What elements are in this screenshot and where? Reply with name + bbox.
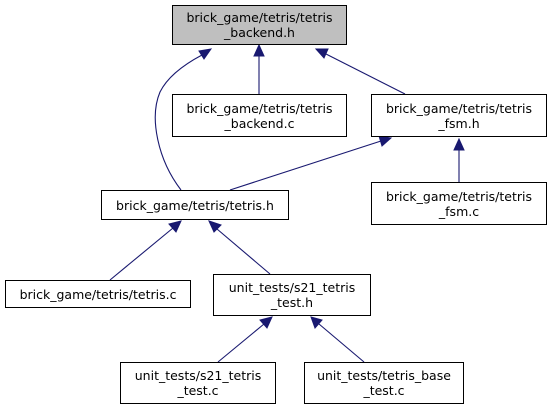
node-label-line2: _fsm.c: [438, 203, 480, 219]
edge-arrowhead: [453, 137, 465, 151]
edge-tetris-h-to-backend-h: [154, 54, 203, 191]
edge-arrowhead: [253, 43, 265, 57]
node-label-line2: _backend.h: [224, 25, 295, 40]
edge-arrowhead: [198, 48, 213, 60]
node-label-line2: _test.c: [177, 383, 219, 398]
node-s21-tetris-test-h[interactable]: unit_tests/s21_tetris _test.h: [213, 274, 371, 316]
node-label-line1: unit_tests/tetris_base: [317, 368, 451, 383]
node-tetris-backend-c[interactable]: brick_game/tetris/tetris _backend.c: [172, 94, 347, 137]
node-label-line2: _test.h: [270, 295, 314, 310]
node-tetris-fsm-c[interactable]: brick_game/tetris/tetris _fsm.c: [371, 182, 547, 225]
edge-test-c-to-test-h: [217, 323, 265, 363]
node-tetris-c[interactable]: brick_game/tetris/tetris.c: [5, 280, 191, 308]
edge-arrowhead: [168, 220, 182, 233]
node-label-line1: brick_game/tetris/tetris: [186, 100, 333, 116]
node-label-line1: unit_tests/s21_tetris: [134, 368, 262, 383]
edge-arrowhead: [314, 48, 329, 59]
node-label-line2: _backend.c: [224, 115, 295, 131]
edge-arrowhead: [378, 135, 393, 147]
node-label-line2: _test.c: [363, 383, 405, 398]
edge-test-h-to-tetris-h: [216, 228, 271, 275]
edge-tetris-c-to-tetris-h: [109, 227, 174, 281]
node-label-line1: brick_game/tetris/tetris: [385, 188, 533, 204]
node-label-line2: _fsm.h: [438, 115, 480, 131]
edge-base-test-c-to-test-h: [318, 323, 365, 363]
node-tetris-fsm-h[interactable]: brick_game/tetris/tetris _fsm.h: [371, 94, 547, 137]
edge-arrowhead: [208, 220, 222, 233]
node-tetris-backend-h: brick_game/tetris/tetris _backend.h: [172, 5, 347, 45]
node-label-line1: brick_game/tetris/tetris: [385, 100, 533, 116]
edge-tetris-h-to-fsm-h: [229, 140, 382, 191]
node-label: brick_game/tetris/tetris.c: [19, 286, 177, 302]
edge-arrowhead: [310, 316, 323, 329]
edge-arrowhead: [259, 316, 273, 329]
node-tetris-base-test-c[interactable]: unit_tests/tetris_base _test.c: [304, 362, 464, 404]
edge-fsm-h-to-backend-h: [325, 53, 406, 95]
node-label-line1: unit_tests/s21_tetris: [228, 280, 356, 295]
node-s21-tetris-test-c[interactable]: unit_tests/s21_tetris _test.c: [120, 362, 276, 404]
node-label-line1: brick_game/tetris/tetris: [186, 10, 333, 25]
node-label: brick_game/tetris/tetris.h: [116, 197, 274, 213]
node-tetris-h[interactable]: brick_game/tetris/tetris.h: [101, 190, 289, 220]
